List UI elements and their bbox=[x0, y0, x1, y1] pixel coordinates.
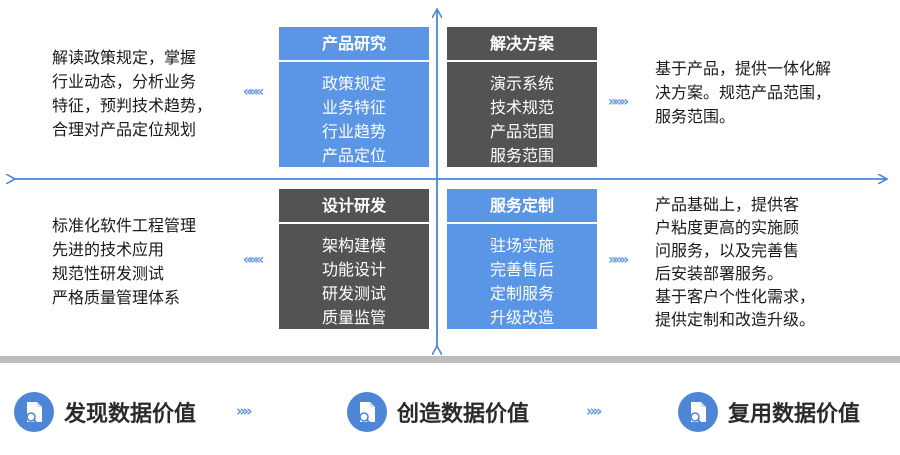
value-step-create: 创造数据价值 bbox=[347, 390, 529, 434]
quadrant-item: 质量监管 bbox=[321, 308, 386, 327]
chevron-right-icon: »»» bbox=[608, 252, 629, 268]
chevron-right-icon: »» bbox=[236, 402, 252, 420]
document-icon bbox=[678, 392, 718, 432]
quadrant-product-research: 产品研究 政策规定 业务特征 行业趋势 产品定位 bbox=[279, 27, 429, 167]
quadrant-title: 解决方案 bbox=[447, 27, 597, 60]
quadrant-title: 服务定制 bbox=[447, 189, 597, 222]
quadrant-title: 产品研究 bbox=[279, 27, 429, 60]
value-step-label: 复用数据价值 bbox=[728, 402, 861, 427]
section-divider bbox=[0, 356, 900, 363]
chevron-right-icon: »» bbox=[586, 402, 602, 420]
quadrant-item: 产品定位 bbox=[321, 146, 386, 165]
quadrant-item: 升级改造 bbox=[489, 308, 554, 327]
quadrant-item: 完善售后 bbox=[489, 260, 554, 279]
quadrant-item: 技术规范 bbox=[489, 98, 554, 117]
quadrant-title: 设计研发 bbox=[279, 189, 429, 222]
quadrant-item: 产品范围 bbox=[489, 122, 554, 141]
quadrant-item: 架构建模 bbox=[321, 236, 386, 255]
quadrant-axes bbox=[0, 0, 900, 355]
quadrant-solution: 解决方案 演示系统 技术规范 产品范围 服务范围 bbox=[447, 27, 597, 167]
quadrant-item: 业务特征 bbox=[321, 98, 386, 117]
value-step-label: 创造数据价值 bbox=[397, 402, 530, 427]
chevron-right-icon: »»» bbox=[608, 94, 629, 110]
description-bottom-left: 标准化软件工程管理 先进的技术应用 规范性研发测试 严格质量管理体系 bbox=[52, 216, 197, 307]
description-top-right: 基于产品，提供一体化解 决方案。规范产品范围， 服务范围。 bbox=[655, 59, 832, 126]
quadrant-item: 研发测试 bbox=[321, 284, 386, 303]
description-bottom-right: 产品基础上，提供客 户粘度更高的实施顾 问服务，以及完善售 后安装部署服务。 基… bbox=[655, 195, 816, 329]
chevron-left-icon: ««« bbox=[243, 252, 264, 268]
chevron-left-icon: ««« bbox=[243, 84, 264, 100]
quadrant-design-development: 设计研发 架构建模 功能设计 研发测试 质量监管 bbox=[279, 189, 429, 329]
value-step-reuse: 复用数据价值 bbox=[678, 390, 860, 434]
quadrant-item: 功能设计 bbox=[321, 260, 386, 279]
value-step-discover: 发现数据价值 bbox=[14, 390, 196, 434]
quadrant-item: 驻场实施 bbox=[489, 236, 554, 255]
document-icon bbox=[347, 392, 387, 432]
quadrant-item: 服务范围 bbox=[489, 146, 554, 165]
quadrant-item: 演示系统 bbox=[489, 74, 554, 93]
value-step-label: 发现数据价值 bbox=[64, 402, 197, 427]
quadrant-item: 政策规定 bbox=[321, 74, 386, 93]
document-icon bbox=[14, 392, 54, 432]
quadrant-item: 定制服务 bbox=[489, 284, 554, 303]
description-top-left: 解读政策规定，掌握 行业动态，分析业务 特征，预判技术趋势， 合理对产品定位规划 bbox=[52, 48, 213, 139]
quadrant-item: 行业趋势 bbox=[321, 122, 386, 141]
quadrant-service-customization: 服务定制 驻场实施 完善售后 定制服务 升级改造 bbox=[447, 189, 597, 329]
